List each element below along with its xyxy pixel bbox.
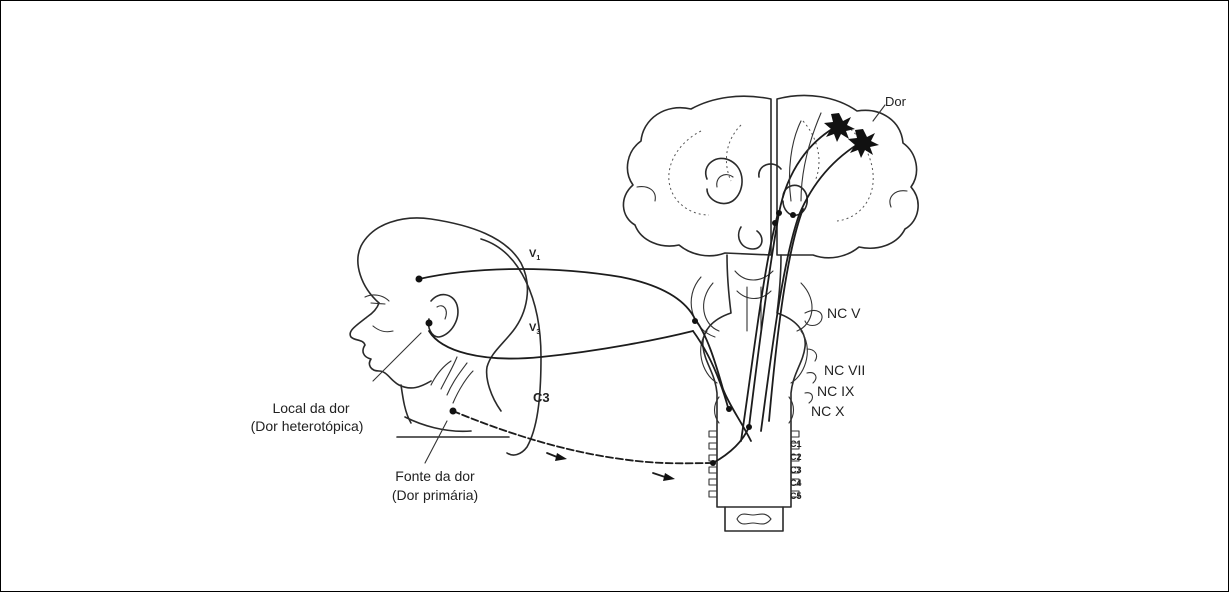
label-nc-v: NC V [827,305,861,321]
label-segment-c1: C1 [790,439,802,449]
label-segment-c4: C4 [790,478,802,488]
head-outline [350,218,541,455]
label-segment-c2: C2 [790,452,802,462]
nerve-nodes [416,210,797,466]
label-segment-c3: C3 [790,465,802,475]
v1-nerve-path [419,269,695,319]
label-dor: Dor [885,94,907,109]
pain-burst-2 [848,129,879,158]
v3-nerve-path [429,331,693,359]
label-v1-sub: 1 [536,255,540,262]
label-fonte-da-dor: Fonte da dor [395,468,475,484]
label-dor-heterotopica: (Dor heterotópica) [251,418,364,434]
pointer-arrows [373,333,675,481]
label-dor-primaria: (Dor primária) [392,487,478,503]
nerve-pathways [419,113,863,463]
pain-burst-1 [824,113,855,142]
label-v3-sub: 3 [536,329,540,336]
spinal-segment-teeth [709,431,799,531]
neck-muscle-fibers [431,357,473,403]
label-local-da-dor: Local da dor [272,400,349,416]
dor-leader-line [873,105,885,121]
spinal-segment-labels: C1 C2 C3 C4 C5 [790,439,802,501]
label-nc-x: NC X [811,403,845,419]
label-nc-ix: NC IX [817,383,855,399]
label-c3: C3 [533,390,550,405]
label-nc-vii: NC VII [824,362,865,378]
label-v1: V1 [529,248,540,262]
label-segment-c5: C5 [790,491,802,501]
